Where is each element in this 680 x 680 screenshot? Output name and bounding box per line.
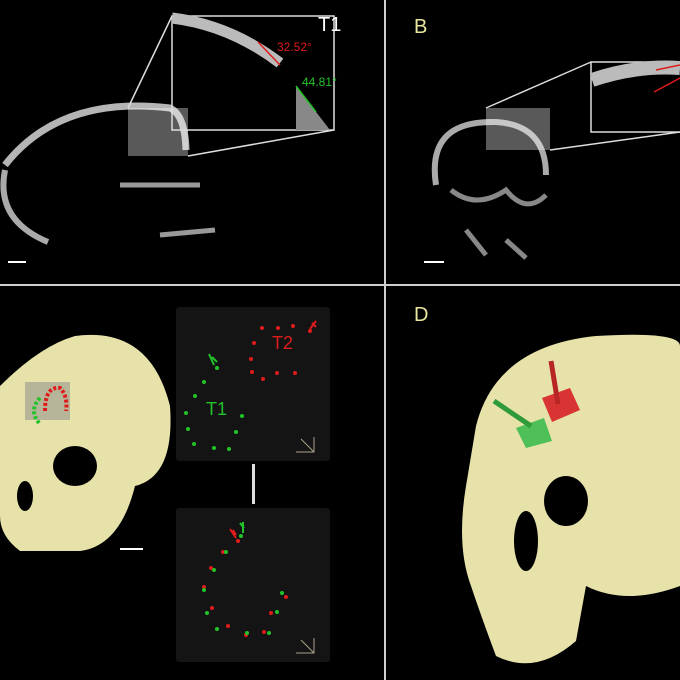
skull-render-oblique <box>462 334 680 664</box>
arrow-down-icon <box>252 464 255 504</box>
panel-label-d: D <box>414 304 429 326</box>
inset-label-t1: T1 <box>206 399 228 419</box>
panel-c-skull-frontal: T2 T1 <box>0 286 384 680</box>
angle-green: 44.81° <box>302 75 337 89</box>
landmark-points <box>184 320 317 453</box>
panel-b-ct-coronal: B <box>386 0 680 284</box>
inset-label-t2: T2 <box>272 333 294 353</box>
panel-a-ct-sagittal: T1 32.52° 44.81° <box>0 0 384 284</box>
landmark-inset-aligned <box>176 508 330 662</box>
skull-render <box>0 334 171 551</box>
aligned-landmark-points <box>202 522 315 654</box>
panel-label-b: B <box>414 16 428 38</box>
divider-horizontal <box>0 284 680 286</box>
angle-red: 32.52° <box>277 40 312 54</box>
ct-coronal-image <box>424 60 680 263</box>
panel-label-t1: T1 <box>318 14 342 36</box>
ct-sagittal-image <box>0 12 335 263</box>
divider-vertical <box>384 0 386 680</box>
landmark-inset-before: T2 T1 <box>176 307 330 461</box>
panel-d-skull-oblique: D <box>386 286 680 680</box>
